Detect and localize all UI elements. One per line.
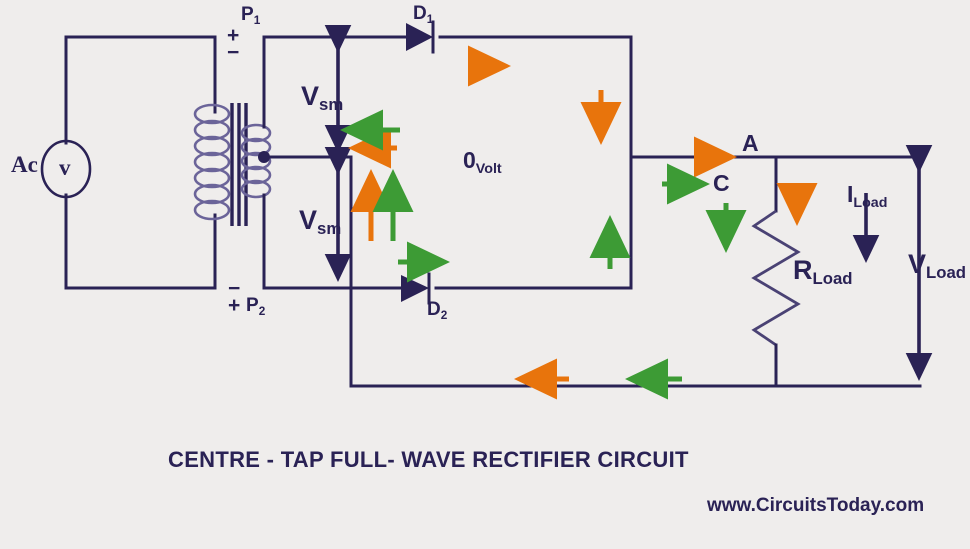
zero-volt-label: 0Volt <box>463 147 502 177</box>
ac-source-symbol <box>40 139 92 199</box>
p2-polarity: − + <box>228 277 241 318</box>
diode-d2-label: D2 <box>427 299 448 322</box>
ac-source-label: Ac <box>11 152 38 177</box>
vsm-upper-label: Vsm <box>301 81 344 115</box>
transformer-core <box>230 103 248 226</box>
ac-source-loop <box>40 35 217 290</box>
center-tap-node <box>258 151 270 163</box>
load-resistor-label: RLoad <box>793 255 853 289</box>
terminal-p1-label: P1 <box>241 4 261 27</box>
transformer-primary-winding <box>193 103 231 221</box>
rectifier-wiring <box>262 35 922 388</box>
node-a-label: A <box>742 130 759 156</box>
vsm-lower-label: Vsm <box>299 205 342 239</box>
ac-meter-symbol: v <box>59 155 71 180</box>
node-c-label: C <box>713 170 730 196</box>
diode-d1-label: D1 <box>413 3 434 26</box>
p1-polarity: + − <box>227 24 240 65</box>
transformer <box>193 35 353 290</box>
diagram-title: CENTRE - TAP FULL- WAVE RECTIFIER CIRCUI… <box>168 447 689 472</box>
transformer-secondary-winding <box>240 123 272 199</box>
load-voltage-label: VLoad <box>908 249 966 283</box>
watermark-credit: www.CircuitsToday.com <box>707 495 925 516</box>
terminal-p2-label: P2 <box>246 295 266 318</box>
green-current-arrows <box>339 109 747 400</box>
load-resistor <box>751 155 801 388</box>
diode-d2 <box>401 272 431 305</box>
diode-d1 <box>406 20 435 54</box>
load-current-label: ILoad <box>847 181 888 211</box>
orange-current-arrows <box>347 45 818 400</box>
